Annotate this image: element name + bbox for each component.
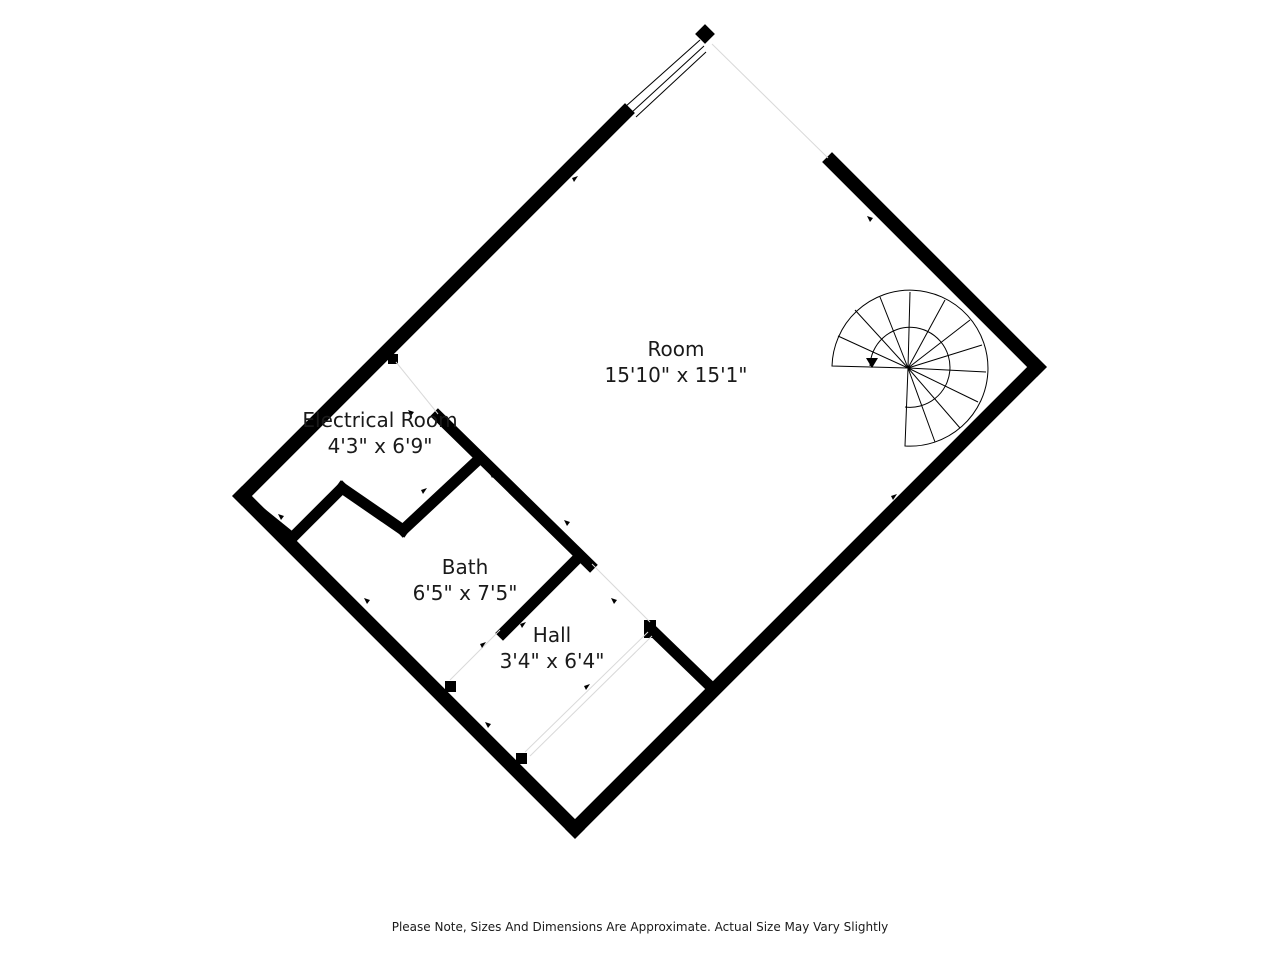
room-label-room: Room 15'10" x 15'1" [604,337,747,387]
room-label-hall: Hall 3'4" x 6'4" [500,623,605,673]
room-name: Hall [533,623,571,647]
footer-note: Please Note, Sizes And Dimensions Are Ap… [392,920,889,934]
wall-markers [278,176,897,728]
room-dimensions: 15'10" x 15'1" [604,363,747,387]
room-name: Bath [442,555,489,579]
window [624,39,829,159]
room-name: Room [648,337,705,361]
spiral-staircase [831,289,989,447]
room-dimensions: 3'4" x 6'4" [500,649,605,673]
room-dimensions: 4'3" x 6'9" [328,434,433,458]
room-label-electrical: Electrical Room 4'3" x 6'9" [302,408,457,458]
room-dimensions: 6'5" x 7'5" [413,581,518,605]
stair-arrow-icon [866,358,878,368]
room-label-bath: Bath 6'5" x 7'5" [413,555,518,605]
room-name: Electrical Room [302,408,457,432]
